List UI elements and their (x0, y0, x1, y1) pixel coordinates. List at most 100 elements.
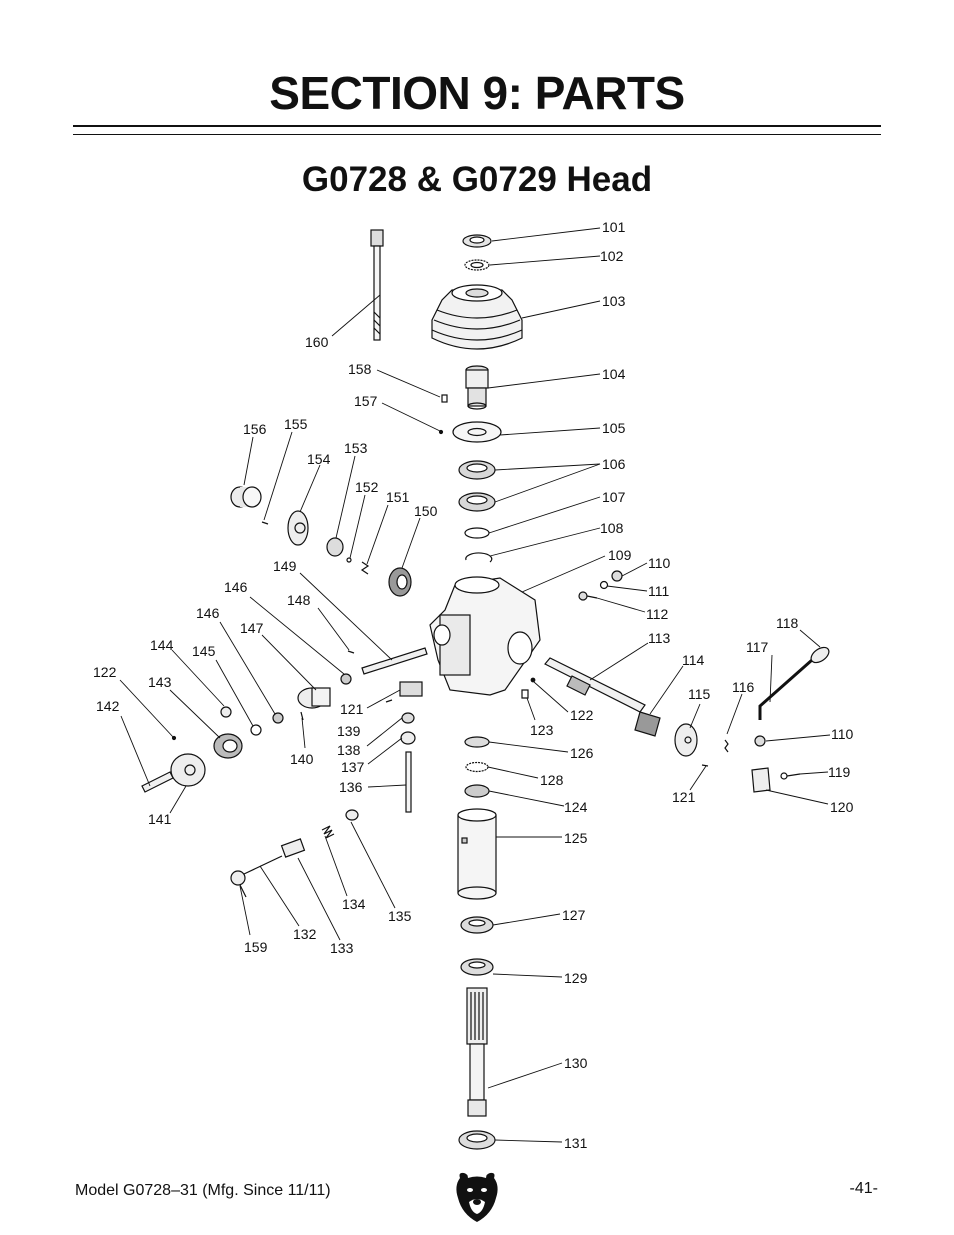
part-153-bearing (326, 537, 344, 557)
part-113-pinion-shaft (544, 657, 646, 713)
part-number-labels: 101 102 103 104 105 106 107 108 109 110 … (93, 219, 854, 1151)
label-122: 122 (570, 707, 594, 723)
label-105: 105 (602, 420, 626, 436)
label-154: 154 (307, 451, 331, 467)
label-115: 115 (688, 686, 711, 702)
part-111-washer (599, 580, 609, 590)
grizzly-bear-logo-icon (456, 1172, 498, 1222)
part-110-nut-right (754, 735, 766, 747)
part-118-knob (810, 646, 830, 664)
part-144-knob (220, 706, 232, 718)
label-131: 131 (564, 1135, 588, 1151)
title-rule-thick (73, 125, 881, 127)
label-141: 141 (148, 811, 172, 827)
part-146-nut-b (272, 712, 284, 724)
label-145: 145 (192, 643, 216, 659)
label-130: 130 (564, 1055, 588, 1071)
part-121-setscrew-right (701, 764, 709, 767)
label-153: 153 (344, 440, 368, 456)
label-133: 133 (330, 940, 354, 956)
label-127: 127 (562, 907, 586, 923)
label-103: 103 (602, 293, 626, 309)
part-143-gear (213, 733, 243, 759)
label-120: 120 (830, 799, 854, 815)
part-107-spacer-ring (464, 527, 490, 539)
label-106: 106 (602, 456, 626, 472)
part-155-pin (261, 521, 269, 525)
part-106-bearing-lower (458, 492, 496, 512)
part-131-bearing (458, 1130, 496, 1150)
label-159: 159 (244, 939, 268, 955)
diagram-title: G0728 & G0729 Head (301, 160, 653, 199)
label-117: 117 (746, 639, 769, 655)
part-151-spring (360, 561, 370, 575)
part-110-nut-top (611, 570, 623, 582)
footer-model: Model G0728–31 (Mfg. Since 11/11) (75, 1182, 331, 1199)
label-113: 113 (648, 630, 671, 646)
label-149: 149 (273, 558, 297, 574)
label-112: 112 (646, 606, 669, 622)
part-124-bearing (464, 784, 490, 798)
part-149-shaft (361, 647, 428, 675)
part-102-washer (464, 259, 490, 271)
part-142-handle (141, 771, 174, 793)
label-138: 138 (337, 742, 361, 758)
label-114: 114 (682, 652, 705, 668)
label-157: 157 (354, 393, 378, 409)
label-121-center: 121 (340, 701, 364, 717)
part-101-nut (462, 234, 492, 248)
part-127-bearing (460, 916, 494, 934)
label-147: 147 (240, 620, 264, 636)
label-118: 118 (776, 615, 799, 631)
part-121-setscrew-center (385, 699, 393, 703)
label-110: 110 (648, 555, 671, 571)
part-115-hub (674, 723, 698, 757)
label-137: 137 (341, 759, 365, 775)
label-142: 142 (96, 698, 120, 714)
part-139-block (399, 681, 423, 697)
part-109-head-casting (429, 576, 541, 696)
part-123-pin (521, 689, 529, 699)
part-160-drawbar (370, 229, 384, 341)
part-117-handle-arm (758, 658, 813, 720)
part-156-bushing (230, 486, 262, 508)
part-159-lever (230, 855, 283, 898)
label-152: 152 (355, 479, 379, 495)
part-135-plunger (345, 809, 359, 821)
part-130-spindle (466, 987, 488, 1117)
label-140: 140 (290, 751, 314, 767)
part-119-screw (780, 772, 801, 780)
label-102: 102 (600, 248, 624, 264)
label-150: 150 (414, 503, 438, 519)
part-116-spring (724, 739, 729, 753)
part-148-key (347, 650, 355, 654)
label-125: 125 (564, 830, 588, 846)
label-110-right: 110 (831, 726, 854, 742)
part-141-handwheel (170, 753, 206, 787)
label-101: 101 (602, 219, 626, 235)
part-106-bearing-upper (458, 460, 496, 480)
part-103-spindle-pulley (431, 284, 523, 350)
label-148: 148 (287, 592, 311, 608)
label-129: 129 (564, 970, 588, 986)
part-147-bracket (297, 687, 331, 709)
label-108: 108 (600, 520, 624, 536)
label-128: 128 (540, 772, 564, 788)
part-128-washer (465, 761, 489, 773)
part-112-bolt (578, 591, 598, 601)
part-154-flange (287, 510, 309, 546)
label-109: 109 (608, 547, 632, 563)
part-145-washer (250, 724, 262, 736)
part-105-cover-plate (452, 421, 502, 443)
title-rule-thin (73, 134, 881, 135)
part-125-quill (457, 808, 497, 900)
part-150-gear (388, 567, 412, 597)
label-126: 126 (570, 745, 594, 761)
label-134: 134 (342, 896, 366, 912)
part-136-rod (405, 751, 412, 813)
part-137-collar (400, 731, 416, 745)
label-124: 124 (564, 799, 588, 815)
part-140-screw (300, 711, 304, 721)
part-108-retaining-ring (465, 552, 493, 563)
